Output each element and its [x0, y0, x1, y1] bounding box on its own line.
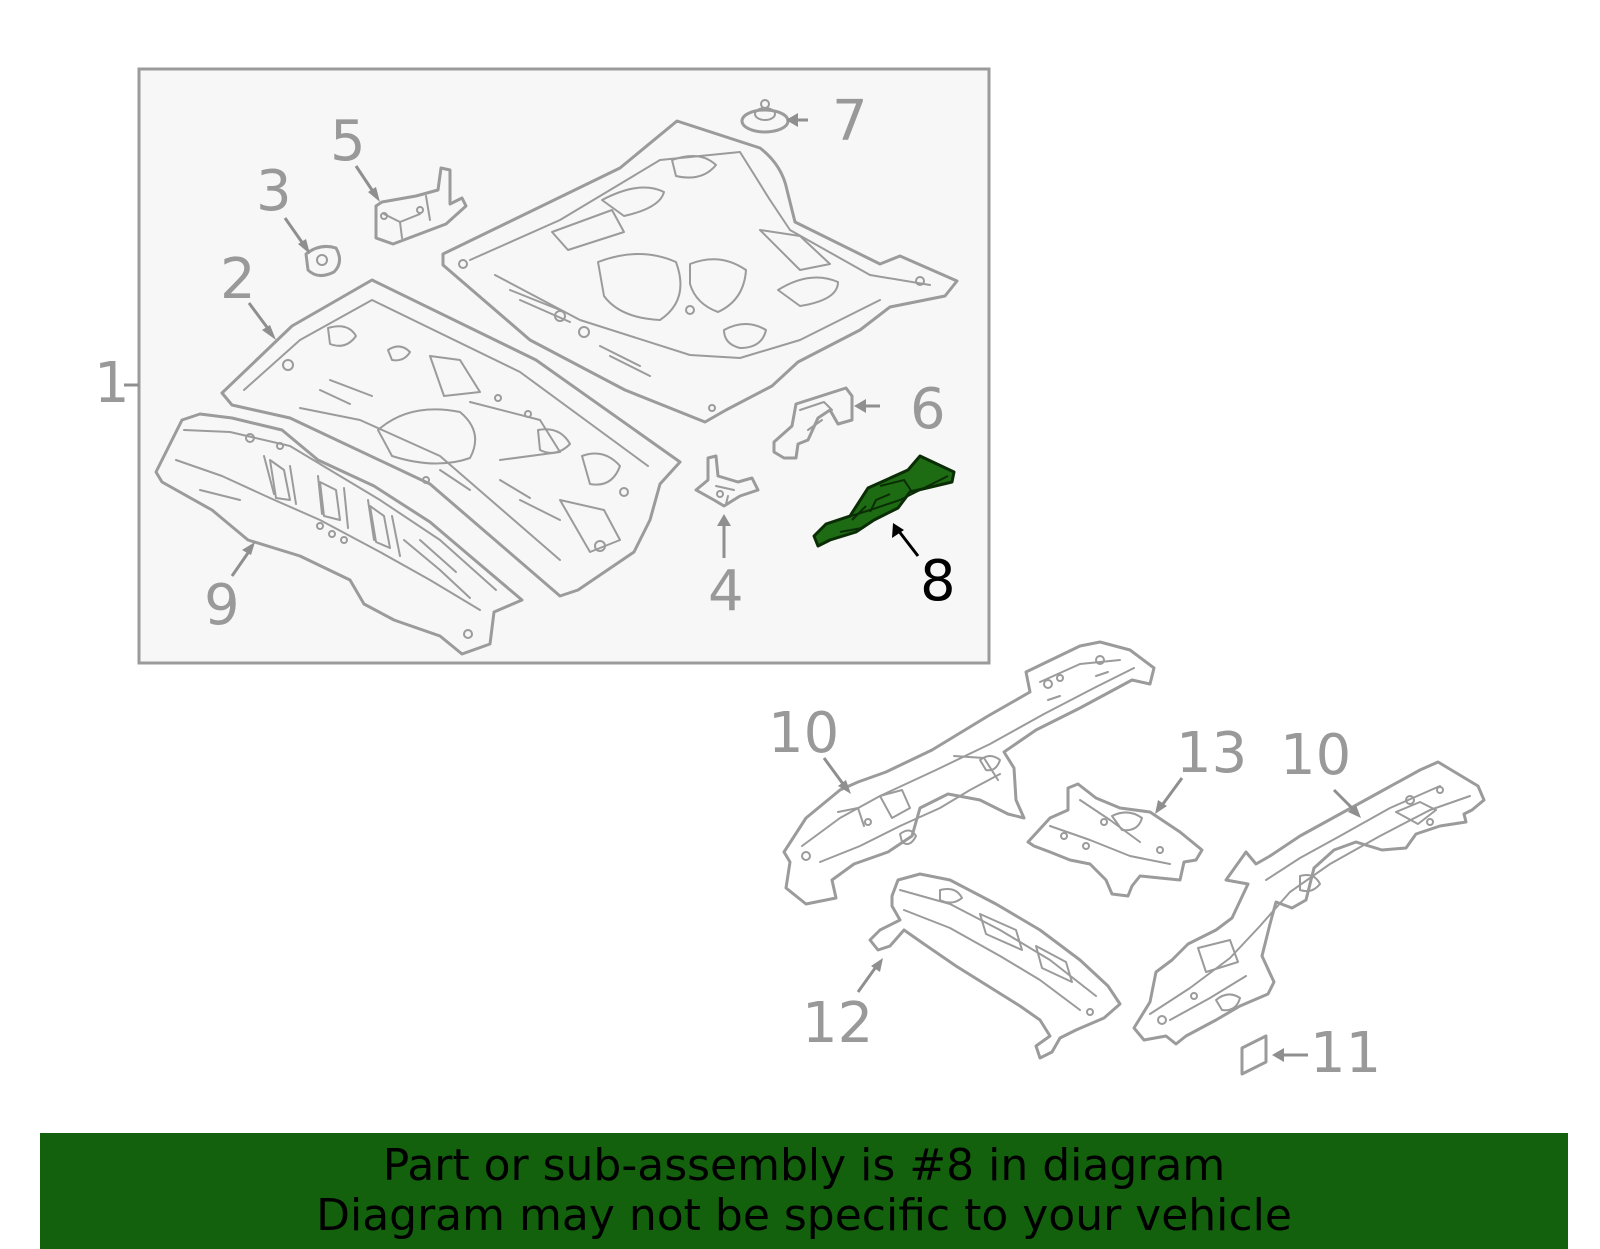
callout-12: 12: [802, 991, 873, 1056]
callout-13: 13: [1176, 721, 1247, 786]
part-10-side-member-left: [782, 640, 1156, 906]
callout-11: 11: [1310, 1021, 1381, 1086]
callout-2: 2: [220, 247, 256, 312]
callout-1: 1: [94, 351, 130, 416]
part-2-floor-panel: [220, 278, 682, 598]
banner-line-1: Part or sub-assembly is #8 in diagram: [382, 1140, 1226, 1191]
assembly-box: [137, 67, 991, 665]
part-5-bracket: [374, 166, 468, 246]
callout-8: 8: [920, 549, 956, 614]
callout-6: 6: [910, 377, 946, 442]
part-13-bracket: [1026, 782, 1204, 898]
callout-leaders: [124, 113, 1361, 1062]
callout-3: 3: [256, 159, 292, 224]
part-8-highlighted: [812, 454, 956, 548]
callout-5: 5: [330, 109, 366, 174]
info-banner: Part or sub-assembly is #8 in diagram Di…: [40, 1133, 1568, 1249]
part-4-bracket: [694, 454, 760, 508]
part-11-plate: [1240, 1034, 1268, 1076]
part-9-rear-panel: [154, 412, 524, 656]
callout-7: 7: [832, 89, 868, 154]
part-1-rear-floor-pan: [441, 119, 959, 424]
callout-10-left: 10: [768, 701, 839, 766]
part-12-crossmember: [868, 872, 1122, 1060]
callout-10-right: 10: [1280, 723, 1351, 788]
banner-line-2: Diagram may not be specific to your vehi…: [316, 1190, 1292, 1241]
callout-9: 9: [204, 573, 240, 638]
part-6-bracket: [772, 386, 854, 460]
part-10-side-member-right: [1132, 760, 1486, 1046]
callout-4: 4: [708, 559, 744, 624]
part-3-grommet: [304, 245, 341, 277]
